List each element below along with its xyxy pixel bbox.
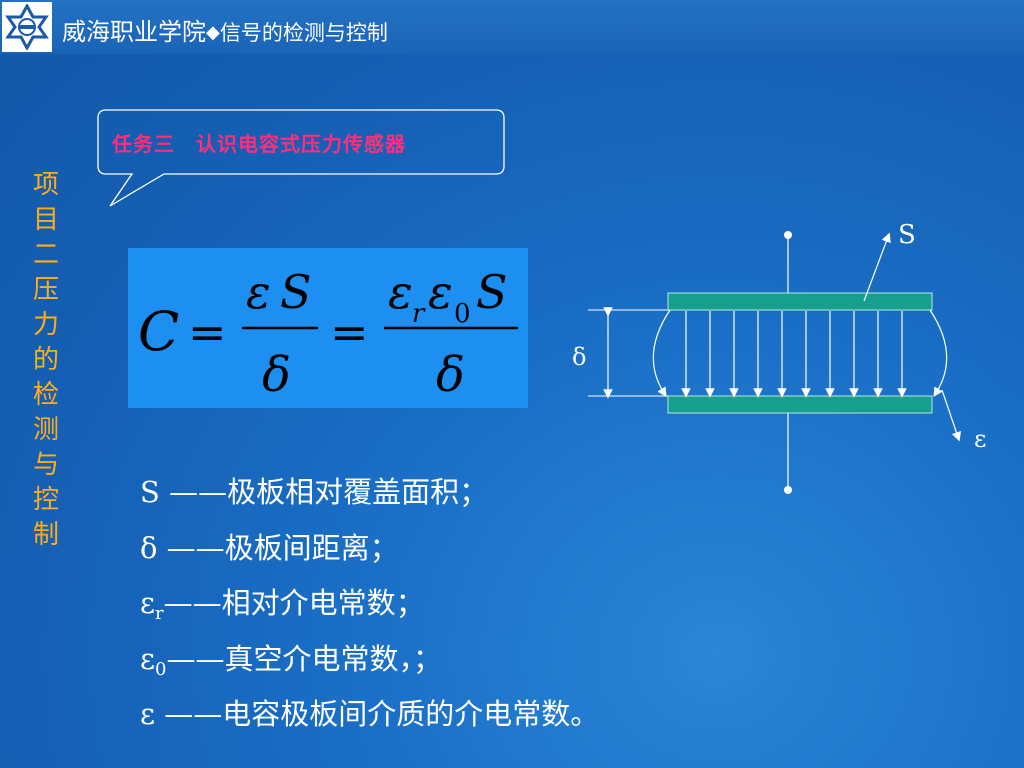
definition-row: ε0——真空介电常数，； [140, 637, 599, 693]
formula-num2-s: S [476, 265, 508, 319]
task-title: 任务三 认识电容式压力传感器 [112, 132, 406, 156]
definition-subscript: 0 [155, 658, 167, 680]
project-vertical-title: 项 目 二 压 力 的 检 测 与 控 制 [28, 168, 64, 553]
formula-num2-eps: ε [388, 265, 413, 319]
capacitance-formula: C = ε S δ = ε r ε 0 S δ [128, 248, 528, 408]
project-char: 与 [32, 450, 59, 480]
definition-text: ——电容极板间介质的介电常数。 [155, 697, 600, 731]
star-logo-icon [5, 4, 49, 50]
formula-num1-s: S [280, 265, 312, 319]
fringe-left [652, 309, 671, 398]
course-name: 信号的检测与控制 [219, 21, 388, 45]
project-char: 测 [32, 415, 59, 445]
definitions-list: S ——极板相对覆盖面积； δ ——极板间距离； εr——相对介电常数； ε0—… [140, 470, 599, 748]
definition-text: ——相对介电常数； [163, 586, 425, 620]
definition-text: ——真空介电常数，； [166, 641, 442, 676]
formula-equals-1: = [188, 305, 227, 359]
school-name: 威海职业学院 [62, 18, 206, 46]
project-char: 项 [32, 170, 59, 200]
definition-text: ——极板相对覆盖面积； [159, 475, 489, 509]
epsilon-label: ε [974, 425, 986, 453]
definition-symbol: S [140, 475, 160, 509]
delta-label: δ [572, 343, 586, 371]
definition-row: δ ——极板间距离； [140, 526, 599, 582]
project-char: 二 [32, 240, 59, 270]
definition-symbol: ε [140, 586, 156, 620]
project-char: 制 [32, 520, 59, 550]
school-logo [2, 2, 52, 52]
definition-symbol: ε [140, 641, 156, 676]
definition-text: ——极板间距离； [157, 530, 399, 565]
formula-den1: δ [262, 347, 291, 403]
school-title: 威海职业学院◆信号的检测与控制 [62, 12, 388, 47]
project-char: 力 [32, 310, 59, 340]
definition-row: εr——相对介电常数； [140, 581, 599, 637]
definition-subscript: r [155, 603, 164, 624]
diamond-icon: ◆ [206, 22, 220, 43]
formula-den2: δ [436, 347, 465, 403]
definition-symbol: δ [140, 530, 158, 565]
formula-num2-sub-r: r [412, 299, 426, 329]
capacitor-diagram: δ S ε [572, 220, 986, 494]
project-char: 压 [32, 275, 59, 305]
definition-symbol: ε [140, 697, 156, 731]
project-char: 控 [32, 485, 59, 515]
definition-row: S ——极板相对覆盖面积； [140, 470, 599, 526]
field-lines [681, 311, 907, 398]
area-pointer [863, 232, 891, 302]
speech-bubble [97, 109, 505, 207]
project-char: 的 [32, 345, 59, 375]
project-char: 目 [32, 205, 59, 235]
top-plate [667, 292, 933, 311]
dielectric-pointer [941, 389, 961, 442]
formula-equals-2: = [330, 305, 369, 359]
s-label: S [898, 220, 916, 250]
definition-row: ε ——电容极板间介质的介电常数。 [140, 692, 599, 748]
bottom-plate [667, 395, 933, 414]
formula-num2-sub-0: 0 [454, 299, 471, 329]
formula-c: C [138, 300, 179, 363]
project-char: 检 [32, 380, 59, 410]
fringe-right [929, 309, 948, 398]
header-bar: 威海职业学院◆信号的检测与控制 [0, 0, 1024, 54]
formula-num2-eps0: ε [428, 265, 453, 319]
formula-num1-eps: ε [246, 265, 271, 319]
